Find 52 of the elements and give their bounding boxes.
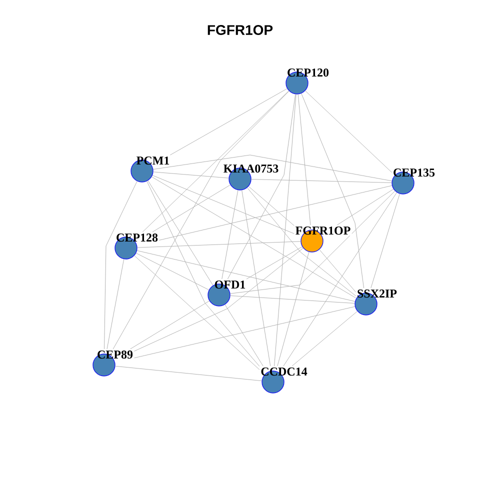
edge-line [153, 172, 229, 178]
edge-line [283, 192, 398, 366]
edge-line [242, 190, 271, 366]
edge-line [106, 258, 124, 350]
edge-line [104, 180, 138, 350]
title: FGFR1OP [208, 25, 273, 35]
edge-line [170, 88, 288, 156]
edge-line [301, 93, 364, 288]
edge-line [112, 90, 290, 350]
edge-line [298, 94, 311, 226]
edge-line [130, 300, 210, 350]
node-label: SSX2IP [358, 290, 397, 298]
node-label: KIAA0753 [224, 164, 278, 173]
edge-line [305, 90, 392, 173]
edge-line [248, 186, 294, 226]
edge-line [227, 94, 296, 280]
edge-line [136, 250, 356, 302]
edge-line [115, 366, 262, 382]
node-label: CEP89 [98, 350, 133, 359]
edge-line [134, 248, 304, 352]
edge-line [277, 252, 310, 366]
edge-line [148, 180, 214, 286]
edge-line [137, 241, 301, 248]
edge-line [319, 249, 356, 292]
edge-line [152, 184, 231, 232]
edge-line [230, 190, 396, 294]
node-label: OFD1 [214, 280, 246, 289]
edge-line [246, 246, 302, 280]
edge-line [274, 94, 296, 366]
edge-line [152, 154, 392, 182]
edge-line [370, 194, 400, 288]
edge-line [136, 252, 210, 290]
node-label: FGFR1OP [296, 226, 350, 235]
node-label: PCM1 [136, 156, 170, 165]
edge-line [134, 306, 356, 358]
edge-line [146, 181, 260, 367]
edge-line [251, 179, 392, 183]
node-label: CCDC14 [261, 368, 308, 376]
node-label: CEP128 [116, 234, 158, 242]
edge-line [142, 90, 290, 232]
edge-line [230, 295, 355, 304]
edge-line [134, 255, 260, 370]
edge-line [222, 190, 238, 280]
edge-line [158, 185, 392, 240]
edge-line [224, 304, 264, 366]
edge-line [152, 176, 356, 298]
edge-line [336, 188, 394, 226]
node-label: CEP120 [288, 68, 329, 77]
edge-line [152, 175, 294, 234]
edge-line [247, 188, 356, 296]
node-label: CEP135 [394, 168, 435, 177]
edge-line [292, 311, 358, 366]
